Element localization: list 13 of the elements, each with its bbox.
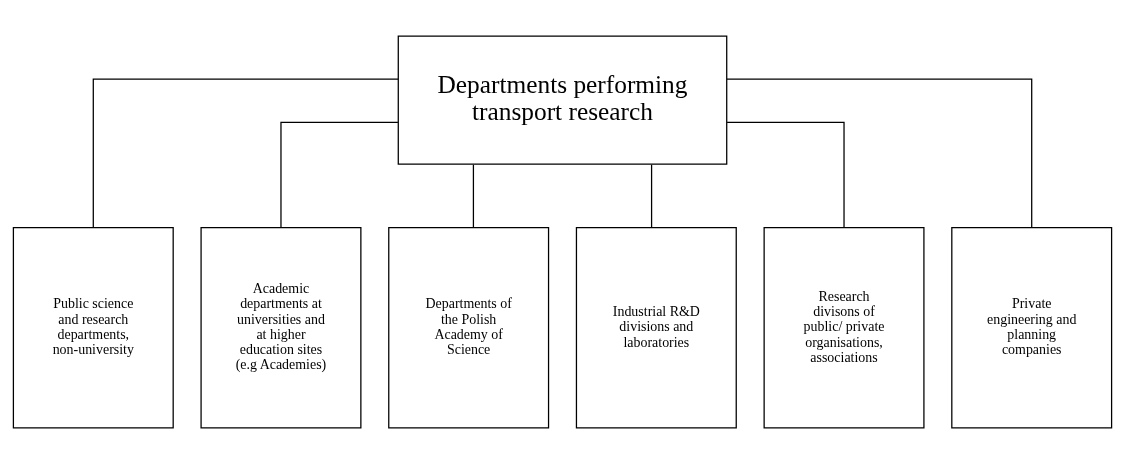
connector: [726, 121, 845, 228]
node-box: Academic departments at universities and at higher education sites (e.g Academies): [200, 226, 362, 429]
node-box: Departments of the Polish Academy of Science: [388, 226, 550, 429]
connector: [92, 78, 399, 228]
node-box: Private engineering and planning companies: [951, 226, 1113, 429]
node-box: Departments performing transport research: [397, 34, 728, 165]
node-box: Research divisons of public/ private organisations, associations: [763, 226, 925, 429]
node-box: Industrial R&D divisions and laboratories: [575, 226, 737, 429]
connector: [472, 163, 475, 228]
connector: [650, 163, 653, 228]
connector: [726, 78, 1033, 228]
node-box: Public science and research departments, non-university: [12, 226, 174, 429]
connector: [280, 121, 399, 228]
